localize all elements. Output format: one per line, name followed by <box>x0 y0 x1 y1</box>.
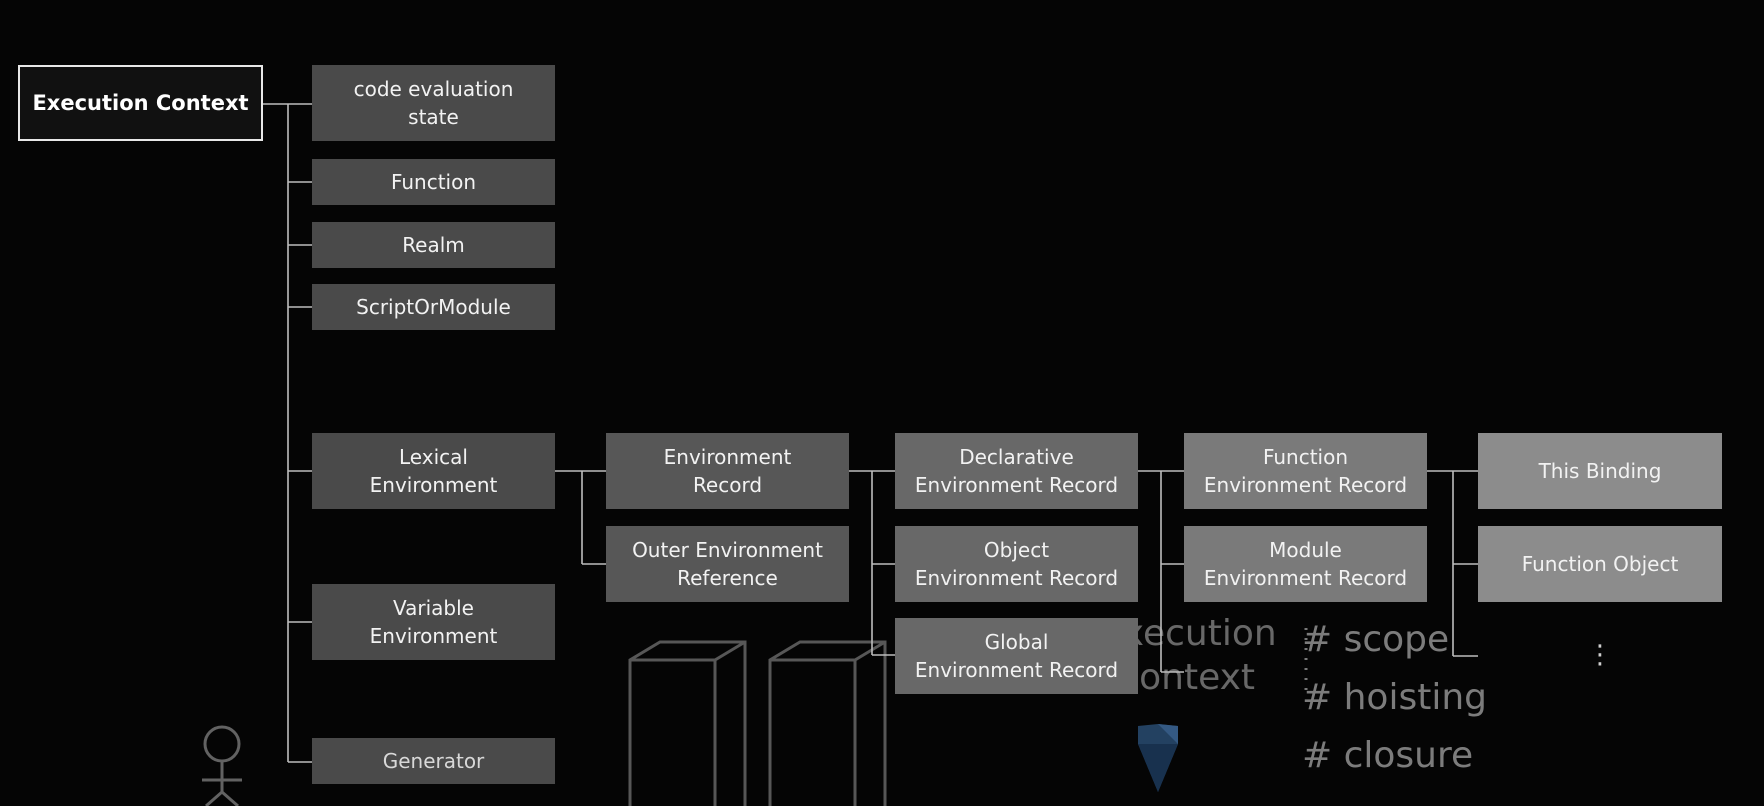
object-environment-record-node: Object Environment Record <box>895 526 1138 602</box>
function-environment-record-node: Function Environment Record <box>1184 433 1427 509</box>
tag-scope: # scope <box>1302 619 1450 660</box>
script-or-module-node: ScriptOrModule <box>312 284 555 330</box>
function-node: Function <box>312 159 555 205</box>
realm-node: Realm <box>312 222 555 268</box>
stick-figure-icon <box>202 725 242 806</box>
outer-environment-reference-node: Outer Environment Reference <box>606 526 849 602</box>
variable-environment-node: Variable Environment <box>312 584 555 660</box>
obstacle-pillars-icon <box>628 640 887 806</box>
declarative-environment-record-node: Declarative Environment Record <box>895 433 1138 509</box>
this-binding-node: This Binding <box>1478 433 1722 509</box>
more-items-ellipsis: ⋮ <box>1587 640 1613 670</box>
generator-node: Generator <box>312 738 555 784</box>
function-object-node: Function Object <box>1478 526 1722 602</box>
global-environment-record-node: Global Environment Record <box>895 618 1138 694</box>
module-environment-record-node: Module Environment Record <box>1184 526 1427 602</box>
gem-icon <box>1138 724 1178 792</box>
tag-closure: # closure <box>1302 735 1474 776</box>
tag-hoisting: # hoisting <box>1302 677 1487 718</box>
lexical-environment-node: Lexical Environment <box>312 433 555 509</box>
code-evaluation-state-node: code evaluation state <box>312 65 555 141</box>
environment-record-node: Environment Record <box>606 433 849 509</box>
execution-context-node: Execution Context <box>18 65 263 141</box>
